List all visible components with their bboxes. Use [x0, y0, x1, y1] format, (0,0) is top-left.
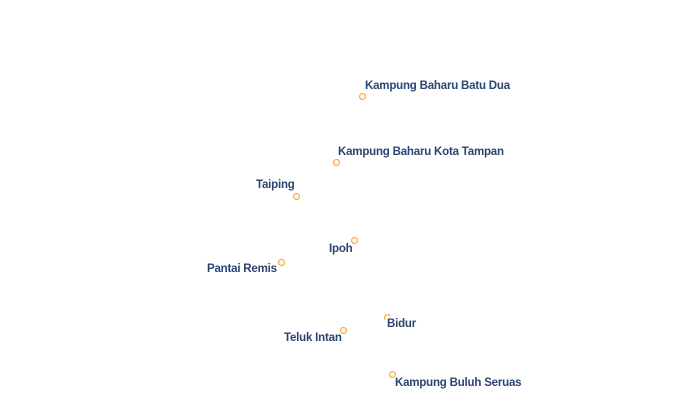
place-label-kampung-baharu-batu-dua[interactable]: Kampung Baharu Batu Dua [365, 80, 510, 92]
place-label-teluk-intan[interactable]: Teluk Intan [284, 332, 342, 344]
place-marker-pantai-remis[interactable] [277, 258, 285, 266]
place-label-kampung-baharu-kota-tampan[interactable]: Kampung Baharu Kota Tampan [338, 146, 504, 158]
place-label-bidur[interactable]: Bidur [387, 318, 417, 330]
place-marker-bidur[interactable] [383, 313, 391, 321]
place-marker-ipoh[interactable] [350, 236, 358, 244]
place-label-taiping[interactable]: Taiping [256, 179, 295, 191]
place-marker-kampung-buluh-seruas[interactable] [388, 370, 396, 378]
place-marker-kampung-baharu-batu-dua[interactable] [358, 92, 366, 100]
place-label-kampung-buluh-seruas[interactable]: Kampung Buluh Seruas [395, 377, 522, 389]
place-label-pantai-remis[interactable]: Pantai Remis [207, 263, 277, 275]
place-marker-teluk-intan[interactable] [339, 326, 347, 334]
place-label-ipoh[interactable]: Ipoh [329, 243, 353, 255]
place-marker-taiping[interactable] [292, 192, 300, 200]
place-marker-kampung-baharu-kota-tampan[interactable] [332, 158, 340, 166]
